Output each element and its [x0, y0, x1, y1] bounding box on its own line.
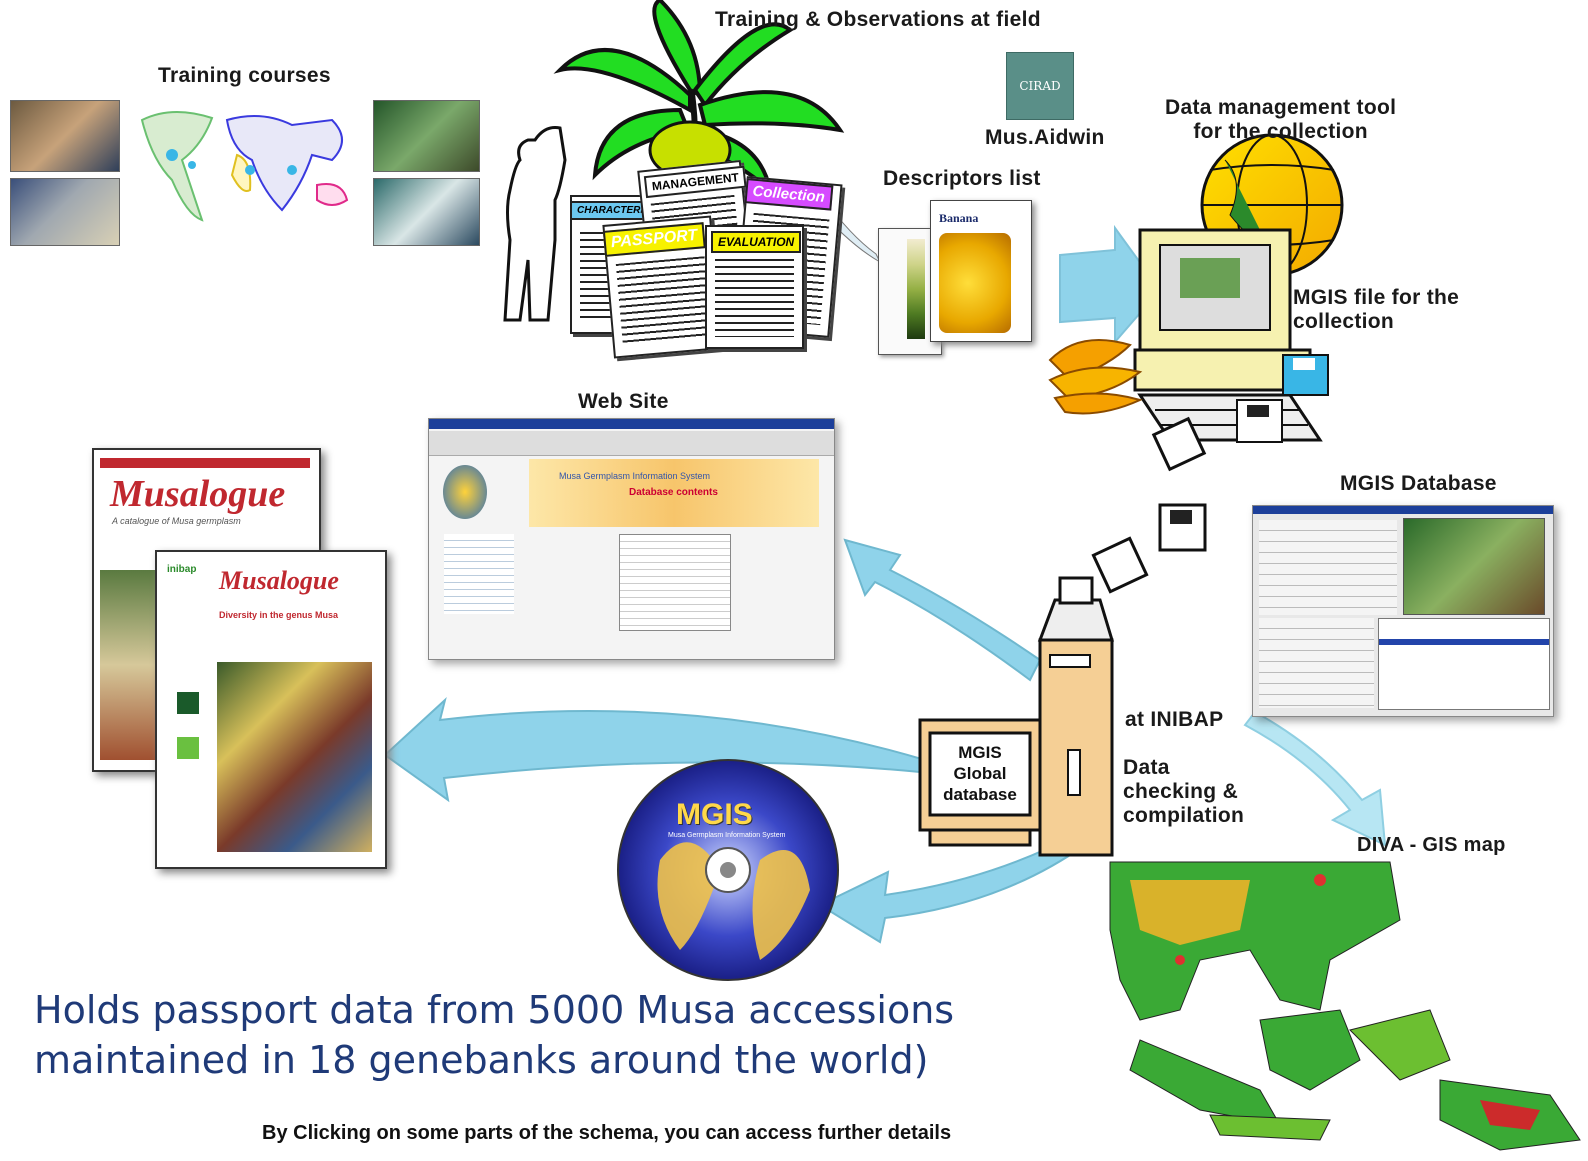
label-mgis-global-database[interactable]: MGIS Global database	[943, 743, 1017, 804]
mgis-database-screenshot[interactable]	[1252, 505, 1554, 717]
floppy-disk-icon	[1091, 354, 1329, 594]
label-data-management-tool[interactable]: Data management tool for the collection	[1165, 96, 1397, 143]
descriptor-banana-booklet[interactable]: Banana	[930, 200, 1032, 342]
arrow-descriptors-to-computer	[1059, 224, 1162, 345]
label-at-inibap[interactable]: at INIBAP	[1125, 708, 1224, 731]
training-photo-4[interactable]	[373, 178, 480, 246]
cirad-logo[interactable]: CIRAD	[1006, 52, 1074, 120]
label-training-courses[interactable]: Training courses	[158, 64, 331, 87]
cd-subtitle: Musa Germplasm Information System	[668, 832, 786, 839]
website-screenshot[interactable]: Musa Germplasm Information System Databa…	[428, 418, 835, 660]
label-data-checking[interactable]: Data checking & compilation	[1123, 756, 1245, 827]
description-text: Holds passport data from 5000 Musa acces…	[34, 988, 955, 1082]
arrow-to-diva-map	[1243, 710, 1387, 847]
cd-title: MGIS	[676, 798, 753, 831]
footer-instruction: By Clicking on some parts of the schema,…	[262, 1122, 952, 1144]
training-photo-3[interactable]	[373, 100, 480, 172]
label-web-site[interactable]: Web Site	[578, 390, 669, 413]
doc-evaluation[interactable]: EVALUATION	[705, 225, 804, 349]
server-tower-icon	[918, 576, 1115, 857]
person-silhouette-icon	[503, 126, 567, 322]
world-map-icon[interactable]	[132, 100, 362, 230]
training-photo-1[interactable]	[10, 100, 120, 172]
mgis-cd-icon	[617, 759, 839, 981]
computer-icon	[1133, 228, 1323, 442]
label-diva-gis-map[interactable]: DIVA - GIS map	[1357, 834, 1506, 856]
arrow-to-musalogue	[383, 697, 927, 803]
training-photo-2[interactable]	[10, 178, 120, 246]
label-mgis-file[interactable]: MGIS file for the collection	[1293, 286, 1460, 333]
banana-bunch-icon	[1048, 339, 1143, 415]
musalogue-catalogue-front[interactable]: inibap Musalogue Diversity in the genus …	[155, 550, 387, 869]
arrow-to-website	[843, 538, 1042, 682]
label-descriptors-list[interactable]: Descriptors list	[883, 167, 1041, 190]
label-training-field[interactable]: Training & Observations at field	[715, 8, 1041, 31]
label-mus-aidwin[interactable]: Mus.Aidwin	[985, 126, 1105, 149]
diva-gis-map	[1109, 861, 1581, 1151]
label-mgis-database[interactable]: MGIS Database	[1340, 472, 1497, 495]
arrow-to-cd	[817, 833, 1087, 944]
